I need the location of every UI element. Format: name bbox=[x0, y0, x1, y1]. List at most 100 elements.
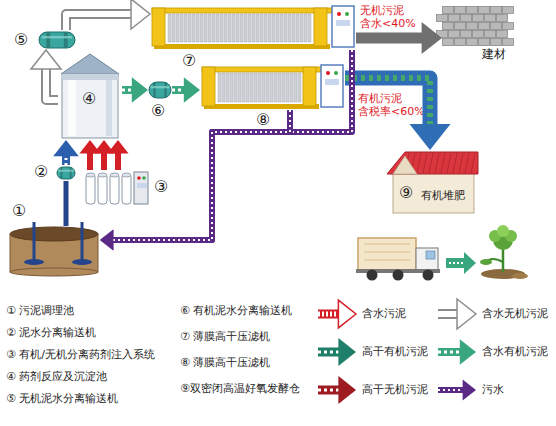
illustration-part bbox=[230, 73, 233, 102]
illustration-part bbox=[216, 14, 219, 42]
illustration-part bbox=[184, 14, 187, 42]
illustration-part bbox=[39, 32, 75, 48]
delivery-arrow bbox=[446, 252, 476, 274]
connector-pattern bbox=[318, 312, 339, 317]
illustration-part bbox=[288, 14, 291, 42]
illustration-part bbox=[467, 7, 478, 14]
illustration-part bbox=[137, 183, 147, 188]
illustration-part bbox=[240, 14, 243, 42]
illustration-part bbox=[485, 31, 496, 38]
part-list-item: ② 泥水分离输送机 bbox=[6, 326, 96, 339]
callout-number: ⑨ bbox=[399, 184, 413, 202]
illustration-part bbox=[10, 227, 98, 241]
illustration-part bbox=[435, 153, 439, 173]
illustration-part bbox=[98, 173, 107, 177]
connector-pattern bbox=[345, 78, 430, 125]
legend-sample bbox=[318, 300, 356, 328]
illustration-part bbox=[471, 153, 475, 173]
illustration-part bbox=[256, 14, 259, 42]
callout-number: ② bbox=[34, 163, 48, 181]
legend-text: 污水 bbox=[482, 383, 504, 396]
legend-sample bbox=[438, 339, 476, 365]
illustration-part bbox=[272, 14, 275, 42]
illustration-part bbox=[426, 251, 435, 259]
illustration-part bbox=[122, 173, 131, 177]
arrow-head bbox=[338, 376, 356, 404]
legend-text: 含水有机污泥 bbox=[482, 345, 548, 358]
connector-line bbox=[356, 33, 423, 44]
illustration-part bbox=[149, 82, 171, 98]
illustration-part bbox=[479, 23, 490, 30]
illustration-part bbox=[224, 14, 227, 42]
illustration-part bbox=[150, 86, 169, 88]
illustration-part bbox=[153, 82, 155, 98]
illustration-part bbox=[134, 172, 148, 204]
illustration-part bbox=[278, 73, 281, 102]
illustration-part bbox=[393, 172, 474, 213]
illustration-part bbox=[244, 14, 247, 42]
legend-sample bbox=[318, 376, 356, 404]
illustration-part bbox=[236, 14, 239, 42]
illustration-part bbox=[321, 65, 343, 107]
connector-line bbox=[318, 348, 339, 357]
plant bbox=[480, 225, 528, 279]
illustration-part bbox=[242, 73, 245, 102]
legend-sample bbox=[438, 299, 476, 329]
illustration-part bbox=[280, 14, 283, 42]
connector-pattern bbox=[65, 155, 68, 165]
flow-arrow bbox=[66, 181, 67, 226]
connector-line bbox=[64, 181, 69, 226]
illustration-part bbox=[266, 73, 269, 102]
legend-text: 含水无机污泥 bbox=[482, 307, 548, 320]
illustration-part bbox=[491, 39, 502, 46]
illustration-part bbox=[491, 7, 502, 14]
illustration-part bbox=[98, 174, 107, 204]
illustration-part bbox=[268, 14, 271, 42]
illustration-part bbox=[455, 23, 466, 30]
illustration-part bbox=[393, 270, 404, 281]
illustration-part bbox=[282, 73, 285, 102]
conveyor: ⑥ bbox=[148, 80, 172, 100]
connector-line bbox=[66, 14, 132, 30]
illustration-part bbox=[254, 73, 257, 102]
legend-text: 高干无机污泥 bbox=[362, 383, 428, 396]
illustration-part bbox=[416, 248, 438, 270]
flow-arrow bbox=[31, 50, 61, 100]
illustration-part bbox=[441, 153, 445, 173]
connector-pattern bbox=[438, 311, 458, 317]
callout-number: ③ bbox=[154, 178, 168, 196]
connector-pattern bbox=[66, 14, 132, 30]
connector-line bbox=[62, 155, 70, 165]
illustration-part bbox=[480, 259, 492, 265]
illustration-part bbox=[250, 73, 253, 102]
illustration-part bbox=[453, 153, 457, 173]
illustration-part bbox=[286, 73, 289, 102]
part-list-item: ⑨双密闭高温好氧发酵仓 bbox=[180, 382, 300, 395]
illustration-part bbox=[326, 71, 330, 75]
illustration-part bbox=[337, 12, 341, 16]
connector-pattern bbox=[122, 89, 133, 92]
connector-line bbox=[345, 78, 430, 125]
illustration-part bbox=[164, 82, 166, 98]
part-list-item: ⑥ 有机泥水分离输送机 bbox=[180, 304, 292, 317]
illustration-part bbox=[467, 23, 478, 30]
illustration-part bbox=[491, 23, 502, 30]
filter-press: ⑦ bbox=[150, 5, 356, 50]
reaction-tank: ④ bbox=[58, 52, 122, 140]
sludge-note: 有机污泥 含税率<60% bbox=[358, 92, 428, 118]
illustration-part bbox=[485, 15, 496, 22]
connector-line bbox=[46, 68, 58, 100]
flow-arrow bbox=[79, 140, 128, 170]
illustration-part bbox=[446, 252, 476, 274]
illustration-part bbox=[196, 14, 199, 42]
filter-press-shape bbox=[200, 64, 345, 110]
illustration-part bbox=[86, 173, 95, 177]
dosing-system-shape bbox=[84, 170, 150, 206]
illustration-part bbox=[176, 14, 179, 42]
illustration-part bbox=[449, 31, 460, 38]
part-list-item: ⑦ 薄膜高干压滤机 bbox=[180, 330, 270, 343]
illustration-part bbox=[284, 14, 287, 42]
arrow-head bbox=[457, 299, 476, 329]
pump: ② bbox=[56, 165, 76, 181]
arrow-head bbox=[463, 379, 476, 400]
